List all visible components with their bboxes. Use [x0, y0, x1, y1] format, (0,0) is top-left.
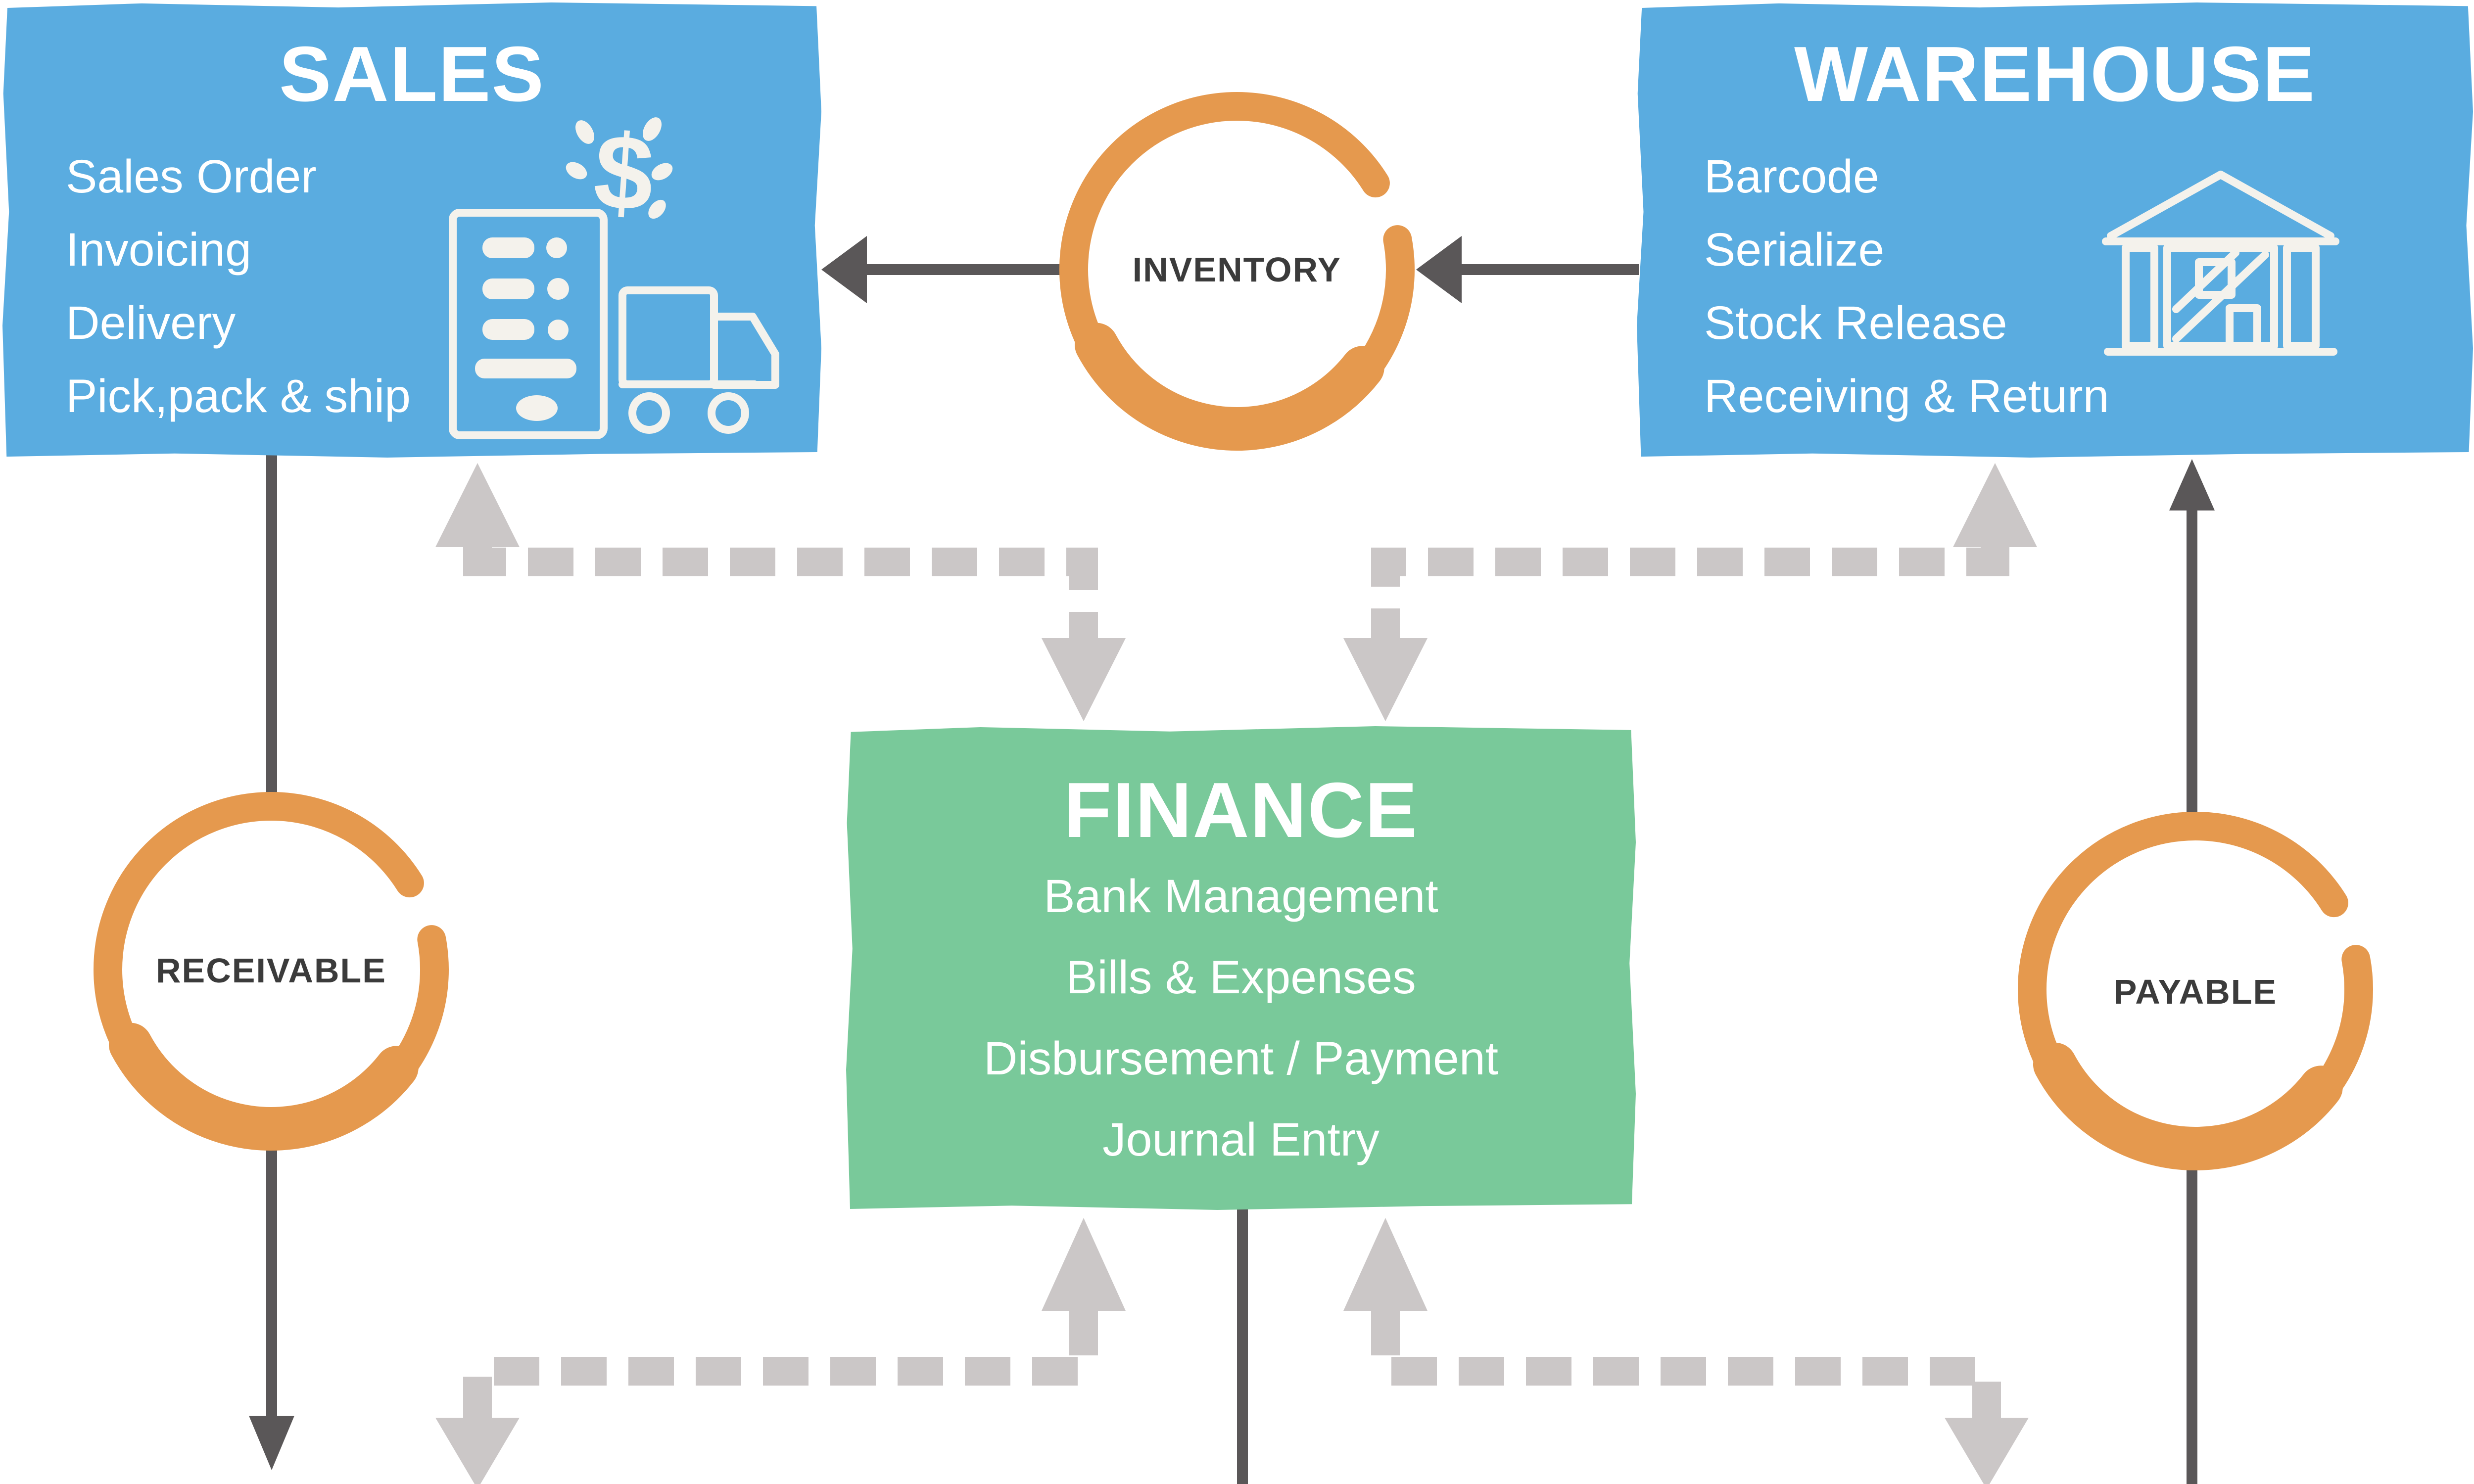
receivable-circle [90, 788, 452, 1151]
list-item: Bills & Expenses [1066, 951, 1416, 1004]
list-item: Disbursement / Payment [983, 1032, 1499, 1085]
sales-feature-list: Sales Order Invoicing Delivery Pick,pack… [66, 140, 411, 433]
warehouse-feature-list: Barcode Serialize Stock Release Receivin… [1704, 140, 2109, 433]
receivable-label: RECEIVABLE [156, 951, 386, 990]
list-item: Barcode [1704, 150, 1879, 203]
list-item: Delivery [66, 297, 236, 349]
list-item: Journal Entry [1102, 1113, 1380, 1166]
finance-box: FINANCE Bank Management Bills & Expenses… [846, 726, 1636, 1210]
warehouse-box: WAREHOUSE Barcode Serialize Stock Releas… [1637, 2, 2473, 458]
dashed-connector-warehouse-finance [1343, 463, 2037, 721]
list-item: Stock Release [1704, 297, 2007, 349]
sales-box: SALES Sales Order Invoicing Delivery Pic… [2, 2, 821, 458]
solid-arrow-inventory-to-sales [821, 236, 1082, 303]
list-item: Sales Order [66, 150, 317, 203]
finance-feature-list: Bank Management Bills & Expenses Disburs… [846, 856, 1636, 1180]
warehouse-title: WAREHOUSE [1794, 31, 2316, 118]
warehouse-building-icon [2102, 171, 2339, 356]
solid-arrow-warehouse-to-inventory [1416, 236, 1639, 303]
payable-label: PAYABLE [2113, 973, 2278, 1011]
list-item: Serialize [1704, 224, 1885, 276]
list-item: Pick,pack & ship [66, 370, 411, 422]
list-item: Invoicing [66, 224, 251, 276]
list-item: Bank Management [1044, 870, 1438, 923]
inventory-circle [1056, 89, 1418, 451]
list-item: Receiving & Return [1704, 370, 2109, 422]
dashed-connector-finance-bottom-left [435, 1218, 1126, 1484]
payable-circle [2014, 808, 2377, 1170]
dashed-connector-sales-finance [435, 463, 1126, 721]
dashed-connector-finance-bottom-right [1343, 1218, 2029, 1484]
invoice-dollar-truck-icon: $ [449, 111, 779, 439]
finance-title: FINANCE [1063, 767, 1419, 854]
inventory-label: INVENTORY [1132, 250, 1342, 289]
sales-title: SALES [279, 31, 545, 118]
